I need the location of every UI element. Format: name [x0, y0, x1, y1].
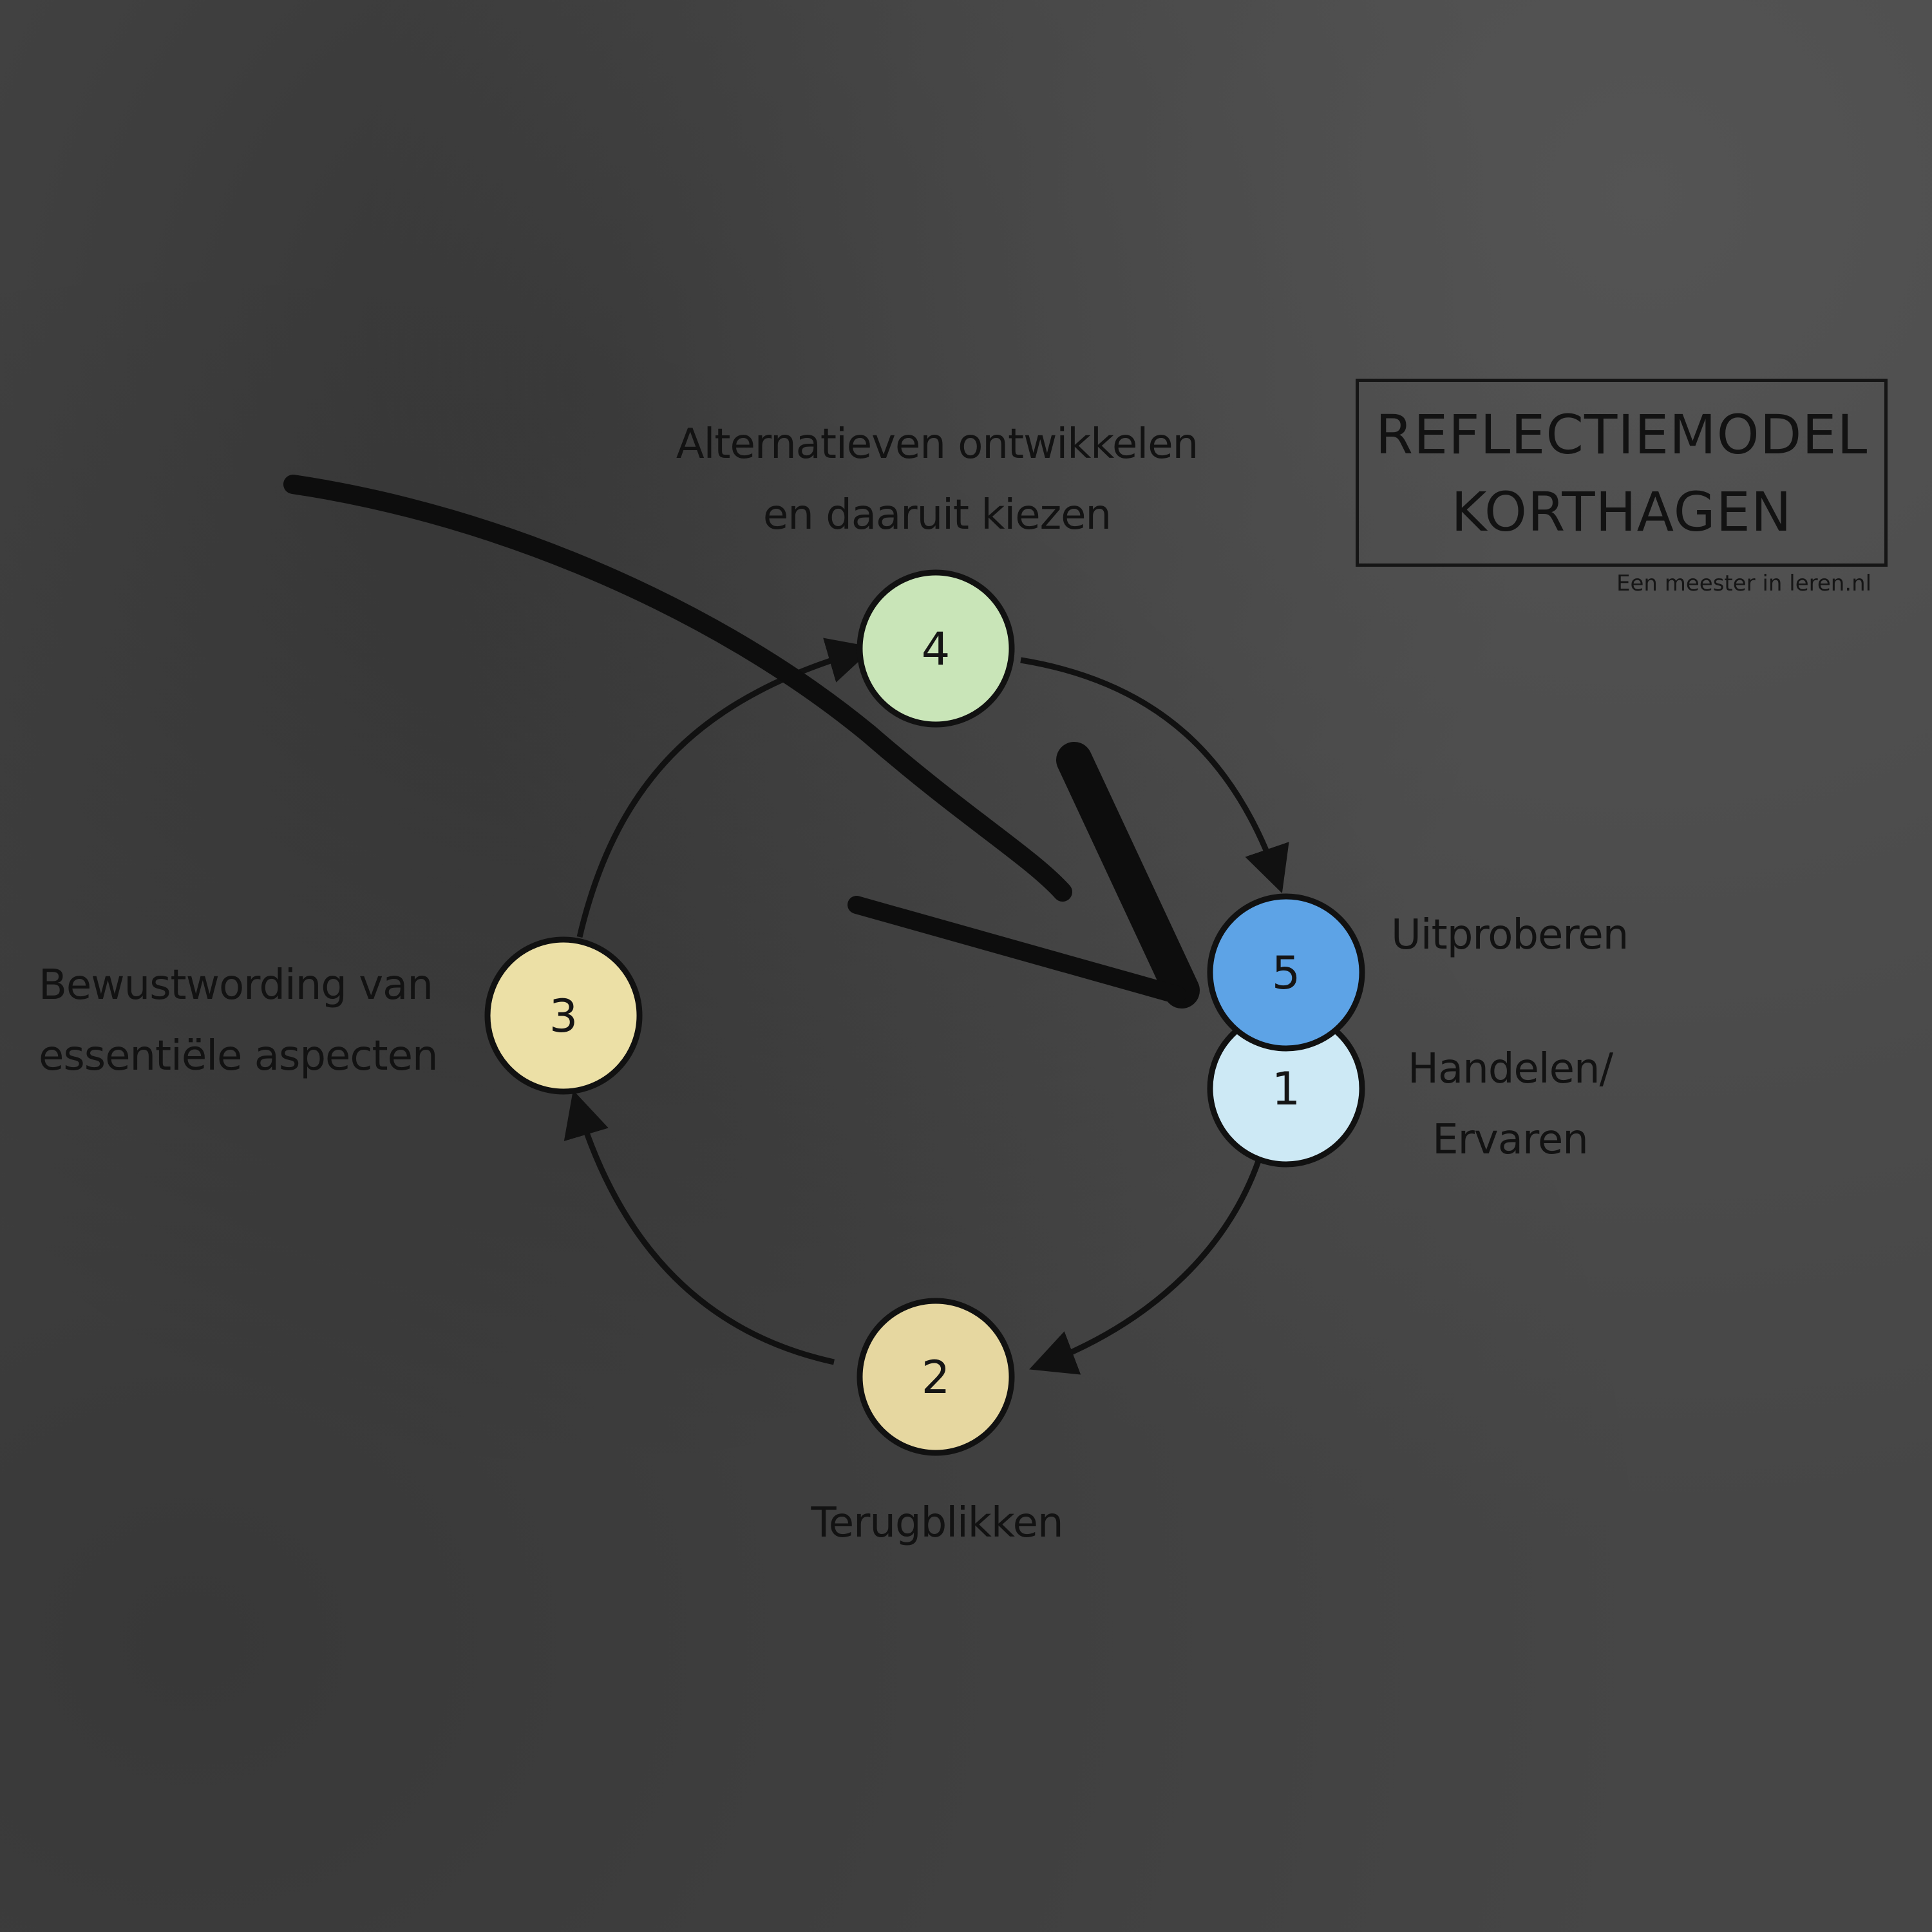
title-line-2: KORTHAGEN	[1451, 480, 1792, 544]
label-5: Uitproberen	[1391, 900, 1629, 971]
title-line-1: REFLECTIEMODEL	[1375, 403, 1868, 466]
node-2: 2	[857, 1298, 1015, 1456]
highlight-arrow-head-upper	[1056, 742, 1200, 1009]
label-2-line-1: Terugblikken	[811, 1499, 1063, 1547]
node-3-number: 3	[549, 990, 578, 1043]
label-4: Alternatieven ontwikkelen en daaruit kie…	[676, 409, 1198, 551]
label-2: Terugblikken	[811, 1488, 1063, 1558]
node-3: 3	[484, 936, 643, 1095]
node-2-number: 2	[922, 1351, 951, 1404]
credit-text: Een meester in leren.nl	[1616, 571, 1872, 596]
label-1-line-2: Ervaren	[1432, 1116, 1589, 1164]
highlight-arrow	[283, 475, 1200, 1009]
title-box: REFLECTIEMODEL KORTHAGEN	[1356, 379, 1888, 567]
label-4-line-2: en daaruit kiezen	[762, 491, 1112, 539]
label-3: Bewustwording van essentiële aspecten	[39, 950, 439, 1092]
label-1-line-1: Handelen/	[1407, 1045, 1613, 1093]
label-4-line-1: Alternatieven ontwikkelen	[676, 421, 1198, 468]
node-2-circle	[857, 1298, 1015, 1456]
arrow-4-to-5	[1020, 657, 1289, 894]
node-4-circle	[857, 569, 1015, 728]
arrow-2-to-3	[564, 1090, 835, 1365]
label-1: Handelen/ Ervaren	[1408, 1034, 1613, 1175]
node-5-number: 5	[1272, 947, 1301, 999]
node-1-number: 1	[1272, 1063, 1301, 1115]
node-5: 5	[1207, 893, 1365, 1052]
node-4: 4	[857, 569, 1015, 728]
label-3-line-1: Bewustwording van	[39, 961, 433, 1009]
node-5-circle	[1207, 893, 1365, 1052]
highlight-arrow-shaft	[283, 475, 1072, 902]
node-3-circle	[484, 936, 643, 1095]
arrow-1-to-2	[1029, 1158, 1262, 1375]
label-5-line-1: Uitproberen	[1391, 911, 1629, 959]
node-1: 1	[1207, 1009, 1365, 1168]
label-3-line-2: essentiële aspecten	[39, 1032, 439, 1080]
node-4-number: 4	[922, 623, 951, 676]
highlight-arrow-head-lower	[848, 896, 1186, 1004]
